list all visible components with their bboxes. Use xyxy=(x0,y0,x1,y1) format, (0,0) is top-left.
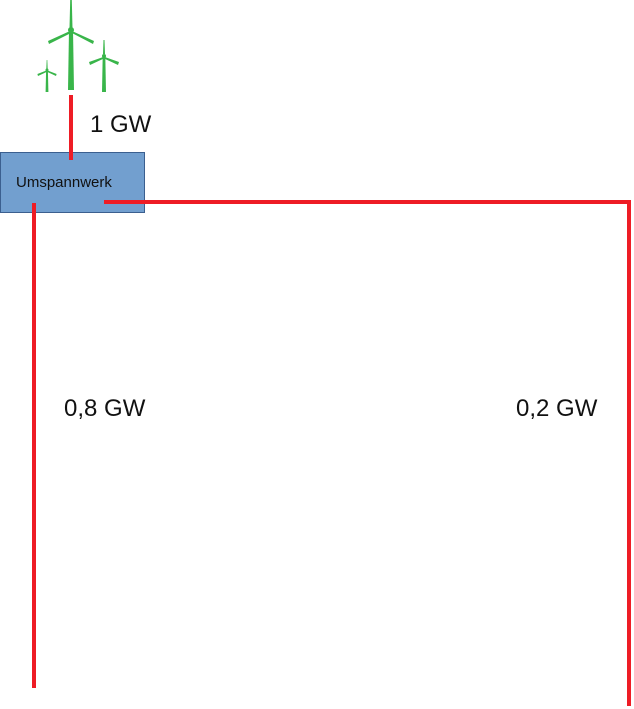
right-power-label: 0,2 GW xyxy=(516,395,598,422)
substation-label: Umspannwerk xyxy=(16,174,112,191)
input-power-label: 1 GW xyxy=(90,111,152,138)
left-power-label: 0,8 GW xyxy=(64,395,146,422)
wind-turbine-icon xyxy=(37,60,57,92)
wind-turbine-icon xyxy=(48,0,94,90)
wind-turbine-icon xyxy=(89,40,119,92)
